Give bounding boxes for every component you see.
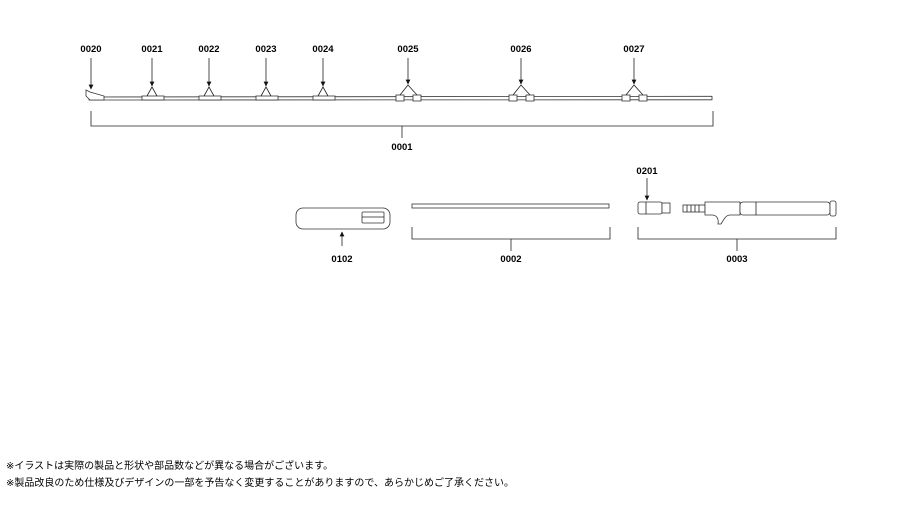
rod-butt-blank <box>411 203 610 209</box>
callout-0023: 0023 <box>255 44 276 55</box>
rod-cap-part: 0102 <box>295 207 391 265</box>
disclaimer-notes: ※イラストは実際の製品と形状や部品数などが異なる場合がございます。 ※製品改良の… <box>6 458 514 492</box>
bracket-0002 <box>411 227 611 240</box>
bracket-0003 <box>637 227 837 240</box>
handle-grip <box>682 200 837 225</box>
guide-1 <box>141 86 165 101</box>
callout-0027: 0027 <box>623 44 644 55</box>
callout-0001: 0001 <box>391 142 413 153</box>
callout-0026: 0026 <box>510 44 531 55</box>
disclaimer-line-2: ※製品改良のため仕様及びデザインの一部を予告なく変更することがありますので、あら… <box>6 478 514 489</box>
callout-0025: 0025 <box>397 44 419 55</box>
guide-7 <box>621 84 648 102</box>
tip-top-guide <box>85 89 105 101</box>
bracket-0001 <box>90 111 714 127</box>
callout-0102: 0102 <box>331 254 352 265</box>
rod-butt-section: 0002 <box>411 203 611 265</box>
rod-tip-section: 0020 0021 0022 0023 0024 0025 0026 0027 … <box>80 44 714 153</box>
guide-2 <box>198 86 222 101</box>
guide-6 <box>508 84 535 102</box>
callout-0003: 0003 <box>726 254 747 265</box>
handle-cap <box>637 201 671 215</box>
callout-0021: 0021 <box>141 44 163 55</box>
callout-0020: 0020 <box>80 44 101 55</box>
guide-5 <box>395 84 422 102</box>
handle-section: 0201 0003 <box>636 166 837 265</box>
disclaimer-line-1: ※イラストは実際の製品と形状や部品数などが異なる場合がございます。 <box>6 461 334 472</box>
callout-0002: 0002 <box>500 254 521 265</box>
callout-0201: 0201 <box>636 166 658 177</box>
callout-0024: 0024 <box>312 44 334 55</box>
guide-3 <box>255 86 279 101</box>
callout-0022: 0022 <box>198 44 219 55</box>
guide-4 <box>312 86 336 101</box>
